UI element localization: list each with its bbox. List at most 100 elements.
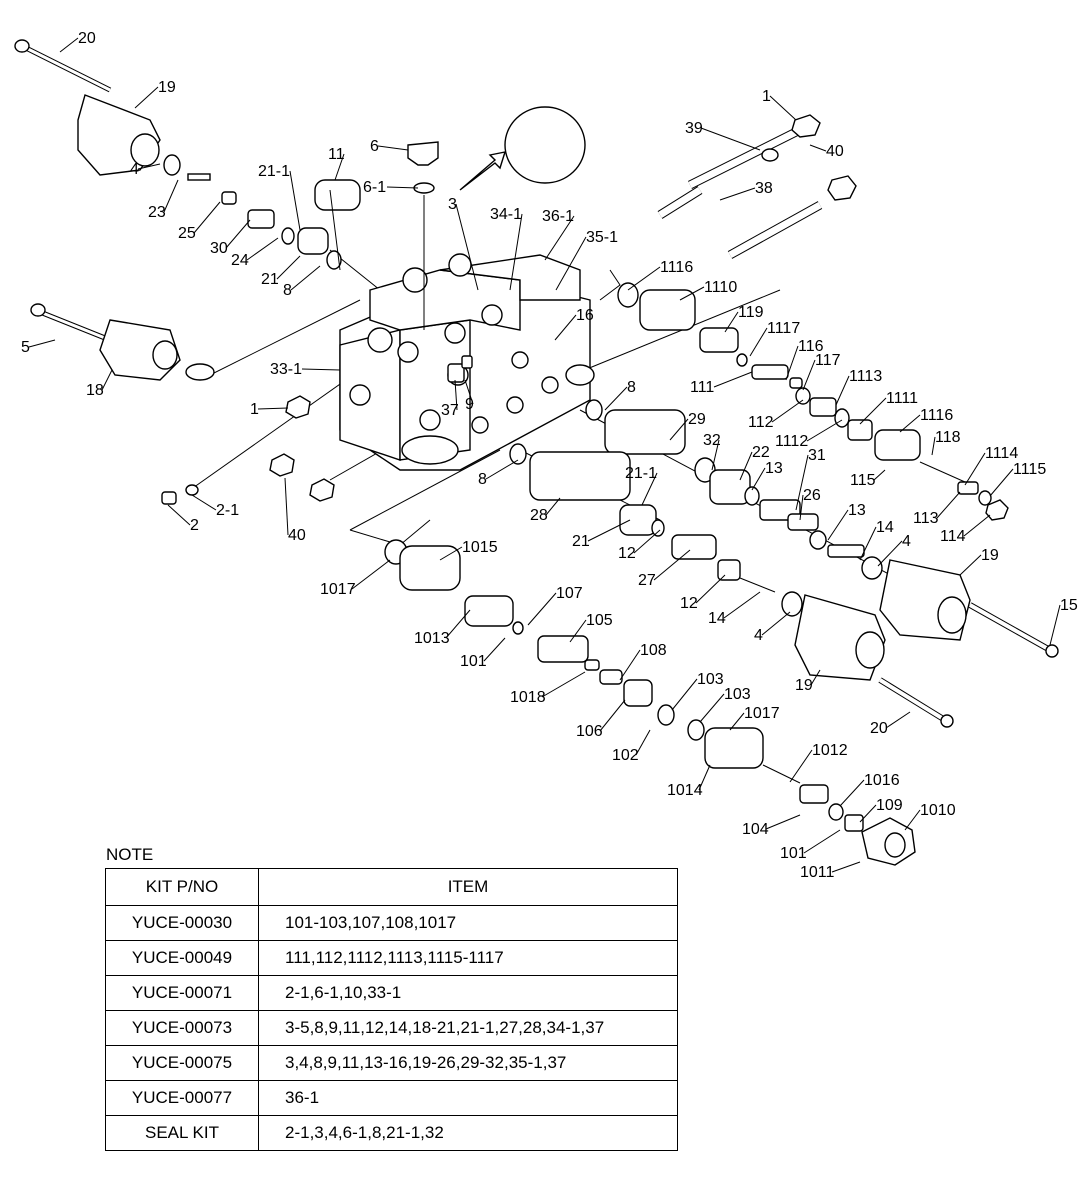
leader-line: [859, 804, 877, 823]
header-kit-pno: KIT P/NO: [105, 868, 259, 906]
table-row: SEAL KIT 2-1,3,4,6-1,8,21-1,32: [105, 1115, 678, 1151]
leader-line: [193, 201, 221, 234]
leader-line: [751, 467, 766, 491]
leader-line: [802, 359, 816, 391]
callout-112: 112: [748, 414, 774, 431]
callout-1116: 1116: [660, 259, 693, 276]
leader-line: [679, 286, 705, 301]
tie-rods: [657, 114, 857, 259]
callout-19: 19: [981, 547, 999, 564]
callout-1112: 1112: [775, 433, 808, 450]
leader-line: [739, 451, 753, 481]
item-cell: 111,112,1112,1113,1115-1117: [258, 940, 678, 976]
callout-37: 37: [441, 402, 459, 419]
kit-pno-cell: YUCE-00075: [105, 1045, 259, 1081]
leader-line: [964, 452, 986, 486]
callout-20: 20: [78, 30, 96, 47]
callout-1: 1: [250, 401, 259, 418]
leader-line: [989, 468, 1014, 497]
callout-108: 108: [640, 642, 667, 659]
leader-line: [627, 266, 661, 291]
table-row: YUCE-00071 2-1,6-1,10,33-1: [105, 975, 678, 1011]
callout-101: 101: [780, 845, 807, 862]
callout-1116: 1116: [920, 407, 953, 424]
item-cell: 36-1: [258, 1080, 678, 1116]
leader-line: [839, 779, 865, 807]
kit-pno-cell: YUCE-00077: [105, 1080, 259, 1116]
leader-line: [789, 749, 813, 783]
left-cap-upper: [14, 39, 161, 176]
callout-107: 107: [556, 585, 583, 602]
table-row: YUCE-00030 101-103,107,108,1017: [105, 905, 678, 941]
callout-118: 118: [935, 429, 961, 446]
callout-1010: 1010: [920, 802, 956, 819]
leader-line: [671, 678, 698, 711]
leader-line: [485, 459, 519, 480]
leader-line: [137, 163, 161, 170]
callout-4: 4: [130, 161, 139, 178]
leader-line: [555, 236, 587, 291]
leader-line: [276, 255, 301, 280]
callout-1117: 1117: [767, 320, 800, 337]
callout-30: 30: [210, 240, 228, 257]
callout-119: 119: [738, 304, 764, 321]
leader-line: [246, 237, 279, 261]
leader-line: [835, 375, 850, 406]
callout-109: 109: [876, 797, 903, 814]
leader-line: [167, 504, 191, 526]
callout-1: 1: [762, 88, 771, 105]
leader-line: [724, 311, 739, 333]
callout-8: 8: [283, 282, 292, 299]
leader-line: [377, 145, 409, 151]
leader-line: [873, 469, 886, 481]
callout-23: 23: [148, 204, 166, 221]
callout-21-1: 21-1: [625, 465, 657, 482]
leader-line: [386, 186, 419, 189]
leader-line: [936, 491, 961, 519]
callout-115: 115: [850, 472, 876, 489]
callout-117: 117: [815, 352, 841, 369]
kit-pno-cell: YUCE-00049: [105, 940, 259, 976]
leader-line: [831, 861, 861, 873]
misc-fasteners: [161, 355, 473, 505]
callout-113: 113: [913, 510, 939, 527]
leader-line: [163, 179, 179, 213]
callout-114: 114: [940, 528, 966, 545]
callout-5: 5: [21, 339, 30, 356]
leader-line: [711, 439, 720, 471]
left-cap-lower: [30, 303, 215, 381]
callout-32: 32: [703, 432, 721, 449]
leader-line: [619, 649, 641, 681]
callout-24: 24: [231, 252, 249, 269]
leader-line: [599, 699, 626, 732]
callout-21: 21: [572, 533, 590, 550]
callout-1015: 1015: [462, 539, 498, 556]
leader-line: [289, 170, 301, 231]
callout-103: 103: [697, 671, 724, 688]
callout-29: 29: [688, 411, 706, 428]
leader-line: [290, 265, 321, 291]
leader-line: [483, 637, 506, 662]
callout-14: 14: [708, 610, 726, 627]
right-spool-assembly: [617, 282, 1009, 521]
leader-line: [544, 215, 575, 261]
callout-36-1: 36-1: [542, 208, 574, 225]
callout-111: 111: [690, 379, 714, 396]
callout-2-1: 2-1: [216, 502, 239, 519]
callout-13: 13: [848, 502, 866, 519]
leader-line: [810, 669, 821, 686]
leader-line: [134, 86, 159, 109]
leader-line: [963, 514, 991, 537]
table-row: YUCE-00075 3,4,8,9,11,13-16,19-26,29-32,…: [105, 1045, 678, 1081]
callout-1018: 1018: [510, 689, 546, 706]
leader-line: [803, 829, 841, 854]
callout-116: 116: [798, 338, 824, 355]
leader-line: [769, 95, 797, 121]
leader-line: [899, 414, 921, 433]
leader-line: [653, 549, 691, 581]
callout-12: 12: [680, 595, 698, 612]
callout-103: 103: [724, 686, 751, 703]
leader-line: [301, 368, 341, 371]
note-label: NOTE: [106, 845, 154, 864]
